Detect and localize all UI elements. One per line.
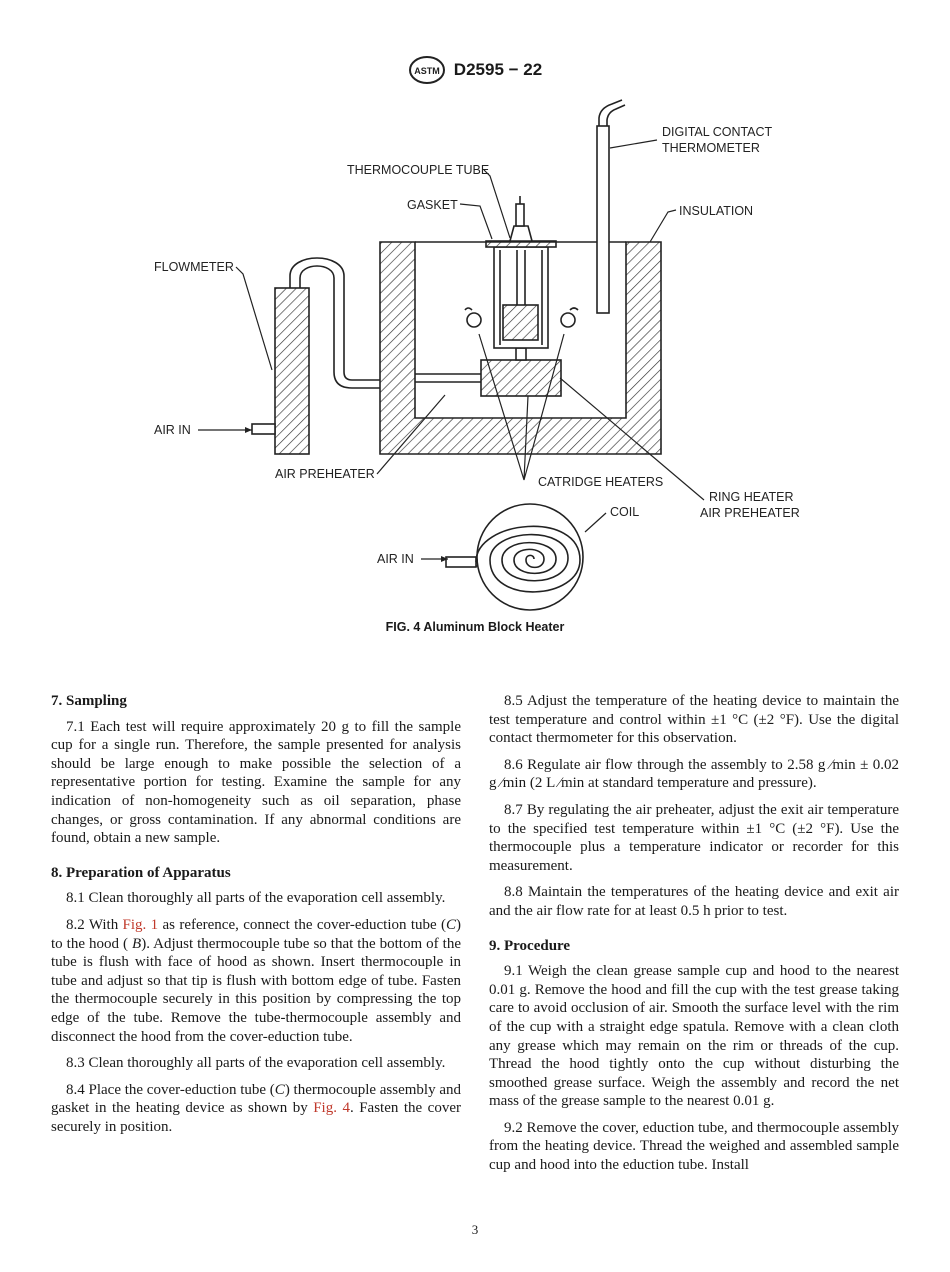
label-ring-heater: RING HEATER: [709, 490, 794, 504]
label-thermocouple-tube: THERMOCOUPLE TUBE: [347, 163, 489, 177]
paragraph-8-5: 8.5 Adjust the temperature of the heatin…: [489, 693, 899, 747]
document-id: D2595 − 22: [453, 60, 543, 79]
fig-4-link[interactable]: Fig. 4: [313, 1100, 350, 1117]
label-insulation: INSULATION: [679, 204, 753, 218]
paragraph-8-1: 8.1 Clean thoroughly all parts of the ev…: [66, 890, 446, 907]
label-air-in: AIR IN: [154, 423, 191, 437]
paragraph-9-2: 9.2 Remove the cover, eduction tube, and…: [489, 1119, 899, 1174]
label-air-in-coil: AIR IN: [377, 552, 414, 566]
section-7-heading: 7. Sampling: [51, 693, 127, 709]
aluminum-block-heater-figure: DIGITAL CONTACT THERMOMETER THERMOCOUPLE…: [154, 99, 800, 611]
page-number: 3: [471, 1222, 479, 1237]
paragraph-8-6: 8.6 Regulate air flow through the assemb…: [489, 756, 899, 792]
label-air-preheater: AIR PREHEATER: [275, 467, 375, 481]
label-catridge-heaters: CATRIDGE HEATERS: [538, 475, 663, 489]
fig-1-link[interactable]: Fig. 1: [122, 916, 159, 933]
paragraph-8-2: 8.2 With Fig. 1 as reference, connect th…: [51, 916, 461, 1045]
paragraph-9-1: 9.1 Weigh the clean grease sample cup an…: [489, 963, 899, 1110]
label-gasket: GASKET: [407, 198, 458, 212]
paragraph-8-8: 8.8 Maintain the temperatures of the hea…: [489, 884, 899, 919]
figure-caption: FIG. 4 Aluminum Block Heater: [385, 620, 565, 634]
label-flowmeter: FLOWMETER: [154, 260, 234, 274]
central-heater-block: [480, 359, 562, 397]
label-digital-contact: DIGITAL CONTACT: [662, 125, 773, 139]
right-column: 8.5 Adjust the temperature of the heatin…: [489, 692, 899, 1183]
left-column: 7. Sampling 7.1 Each test will require a…: [51, 692, 461, 1144]
paragraph-8-7: 8.7 By regulating the air preheater, adj…: [489, 801, 899, 874]
paragraph-7-1: 7.1 Each test will require approximately…: [51, 718, 461, 847]
label-coil: COIL: [610, 505, 639, 519]
astm-logo-icon: ASTM: [408, 56, 445, 84]
flowmeter-body: [274, 287, 310, 455]
section-8-heading: 8. Preparation of Apparatus: [51, 864, 231, 881]
svg-text:ASTM: ASTM: [414, 66, 440, 76]
label-thermometer: THERMOMETER: [662, 141, 760, 155]
paragraph-8-4: 8.4 Place the cover-eduction tube (C) th…: [51, 1081, 462, 1135]
paragraph-8-3: 8.3 Clean thoroughly all parts of the ev…: [66, 1055, 446, 1072]
label-ring-heater-air-preheater: AIR PREHEATER: [700, 506, 800, 520]
section-9-heading: 9. Procedure: [489, 937, 571, 954]
page-header: ASTM D2595 − 22: [0, 55, 950, 85]
